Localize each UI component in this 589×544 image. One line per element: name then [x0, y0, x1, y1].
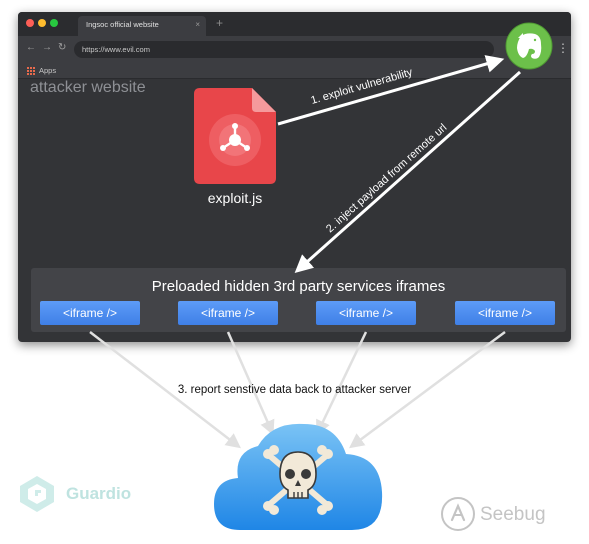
iframe-box-2: <iframe /> — [178, 301, 278, 325]
maximize-window-button[interactable] — [50, 19, 58, 27]
step-2-label: 2. inject payload from remote url — [324, 122, 449, 235]
seebug-wordmark: Seebug — [480, 504, 546, 525]
tab-title: Ingsoc official website — [86, 20, 159, 29]
arrow-exploit-vulnerability — [277, 55, 505, 126]
arrow-report-3 — [316, 331, 368, 436]
iframe-box-3: <iframe /> — [316, 301, 416, 325]
forward-button[interactable]: → — [42, 42, 52, 53]
arrow-inject-payload — [294, 70, 521, 273]
close-window-button[interactable] — [26, 19, 34, 27]
url-text: https://www.evil.com — [82, 45, 150, 54]
evernote-elephant-icon — [505, 22, 553, 70]
arrow-report-4 — [348, 330, 506, 449]
bookmarks-bar: Apps — [18, 64, 571, 79]
reload-button[interactable]: ↻ — [58, 42, 67, 53]
guardio-wordmark: Guardio — [66, 484, 132, 503]
skull-crossbones-cloud-icon — [214, 423, 383, 530]
bookmark-apps[interactable]: Apps — [39, 66, 57, 75]
iframe-box-4: <iframe /> — [455, 301, 555, 325]
panel-title: Preloaded hidden 3rd party services ifra… — [151, 278, 446, 295]
iframes-panel: Preloaded hidden 3rd party services ifra… — [31, 268, 566, 332]
address-bar[interactable]: https://www.evil.com — [74, 41, 494, 58]
arrow-report-2 — [226, 331, 275, 436]
guardio-logo: Guardio — [16, 474, 166, 514]
guardio-shield-icon — [20, 476, 54, 512]
seebug-bug-icon — [441, 497, 475, 531]
exploit-file-label: exploit.js — [207, 190, 263, 206]
step-3-label: 3. report senstive data back to attacker… — [177, 384, 412, 396]
biohazard-file-icon — [194, 88, 276, 184]
back-button[interactable]: ← — [26, 42, 36, 53]
new-tab-button[interactable]: + — [216, 16, 224, 30]
minimize-window-button[interactable] — [38, 19, 46, 27]
menu-icon[interactable]: ⋮ — [557, 41, 569, 55]
toolbar: ← → ↻ https://www.evil.com ⋮ — [18, 36, 571, 64]
site-label: attacker website — [30, 79, 146, 96]
tab-ingsoc[interactable]: Ingsoc official website × — [78, 16, 206, 36]
seebug-logo: Seebug — [440, 496, 580, 536]
iframe-box-1: <iframe /> — [40, 301, 140, 325]
tab-bar: Ingsoc official website × + — [18, 12, 571, 36]
apps-grid-icon[interactable] — [27, 67, 35, 75]
arrow-report-1 — [89, 331, 241, 449]
close-tab-icon[interactable]: × — [195, 20, 200, 29]
